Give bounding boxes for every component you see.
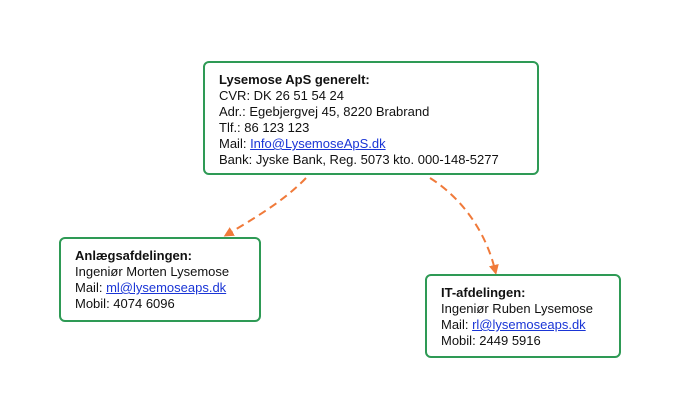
company-mail-label: Mail: [219, 136, 251, 151]
anlaeg-mail-line: Mail: ml@lysemoseaps.dk [75, 280, 247, 296]
anlaeg-dept-box: Anlægsafdelingen: Ingeniør Morten Lysemo… [59, 237, 261, 322]
company-phone: Tlf.: 86 123 123 [219, 120, 310, 135]
it-mail-link[interactable]: rl@lysemoseaps.dk [472, 317, 586, 332]
anlaeg-mail-link[interactable]: ml@lysemoseaps.dk [106, 280, 227, 295]
anlaeg-mail-label: Mail: [75, 280, 107, 295]
it-mail-line: Mail: rl@lysemoseaps.dk [441, 317, 607, 333]
it-mail-label: Mail: [441, 317, 473, 332]
it-person: Ingeniør Ruben Lysemose [441, 301, 593, 316]
company-bank: Bank: Jyske Bank, Reg. 5073 kto. 000-148… [219, 152, 499, 167]
it-mobile: Mobil: 2449 5916 [441, 333, 541, 348]
company-mail-line: Mail: Info@LysemoseApS.dk [219, 136, 525, 152]
arrow-to-it [429, 177, 499, 275]
it-dept-box: IT-afdelingen: Ingeniør Ruben Lysemose M… [425, 274, 621, 358]
anlaeg-person: Ingeniør Morten Lysemose [75, 264, 230, 279]
company-mail-link[interactable]: Info@LysemoseApS.dk [250, 136, 386, 151]
anlaeg-mobile: Mobil: 4074 6096 [75, 296, 175, 311]
arrow-to-anlaeg [223, 177, 307, 237]
company-title: Lysemose ApS generelt: [219, 72, 370, 87]
company-info-box: Lysemose ApS generelt: CVR: DK 26 51 54 … [203, 61, 539, 175]
anlaeg-title: Anlægsafdelingen: [75, 248, 193, 263]
company-cvr: CVR: DK 26 51 54 24 [219, 88, 345, 103]
company-address: Adr.: Egebjergvej 45, 8220 Brabrand [219, 104, 430, 119]
it-title: IT-afdelingen: [441, 285, 526, 300]
